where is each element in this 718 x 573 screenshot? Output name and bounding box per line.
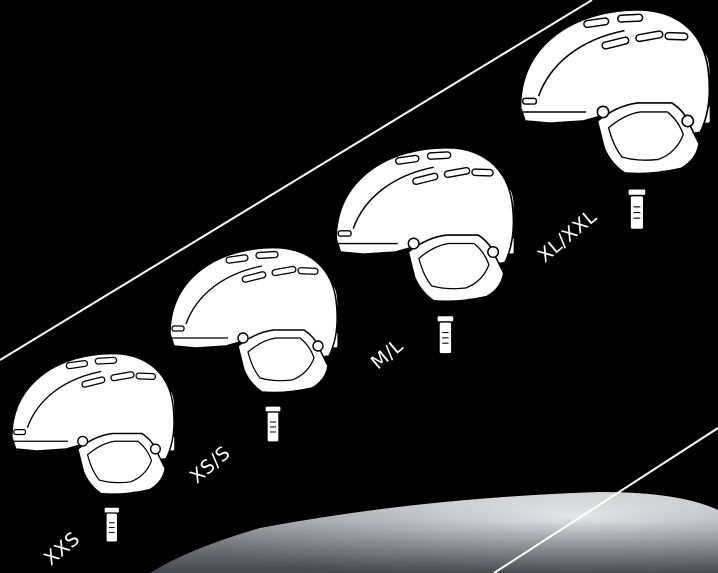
size-chart-illustration <box>0 0 718 573</box>
